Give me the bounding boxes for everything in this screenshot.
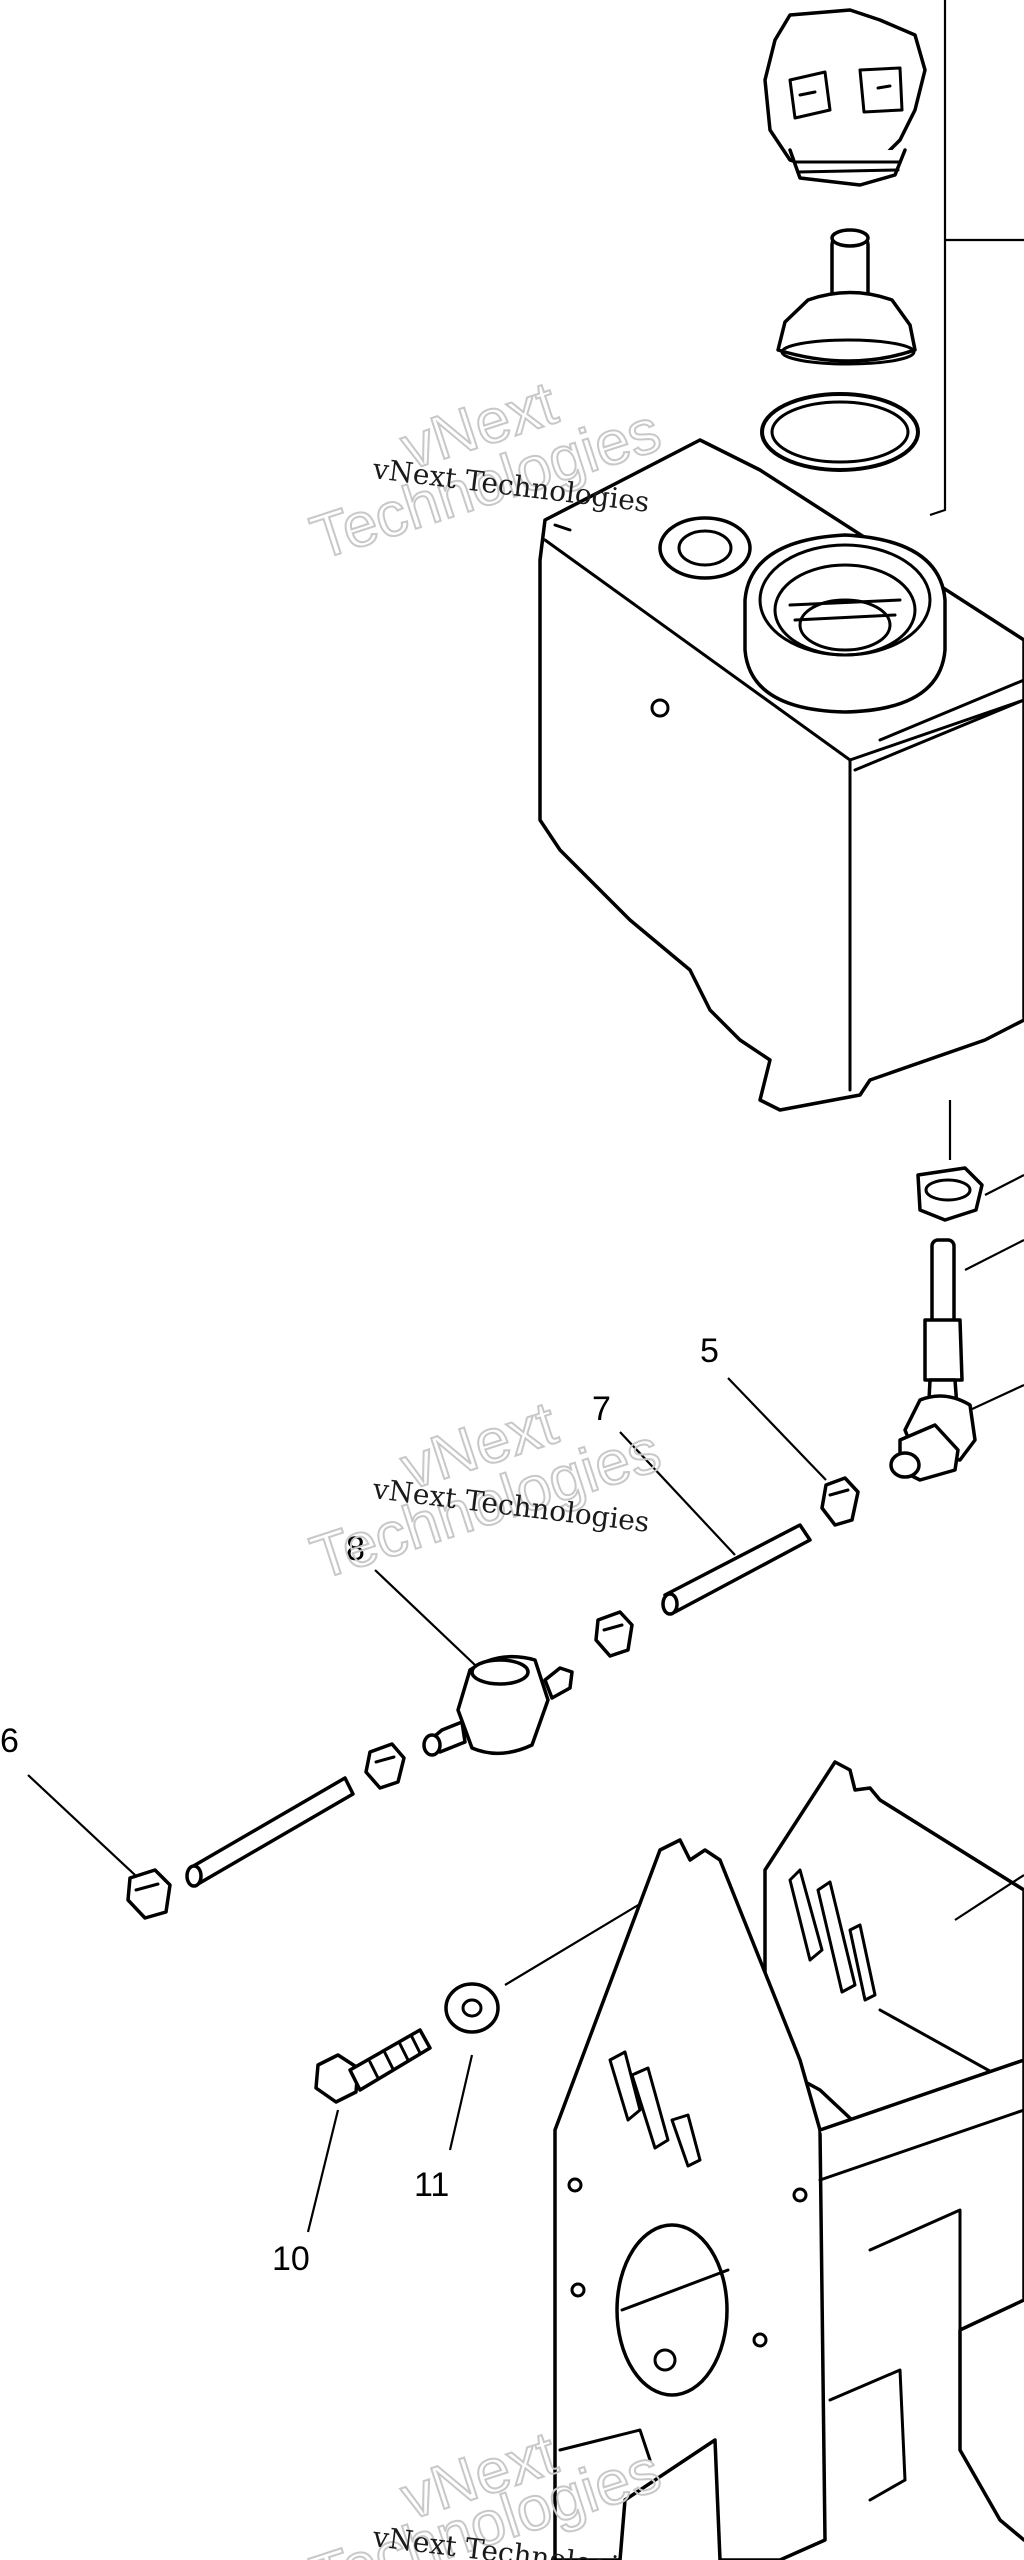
fitting-stem — [889, 1238, 977, 1482]
hose-clamp-5 — [820, 1476, 860, 1527]
bracket-line — [929, 0, 1024, 517]
filler-cap — [763, 8, 927, 187]
valve-plunger — [776, 228, 917, 366]
callout-8: 8 — [346, 1530, 365, 1568]
hose-lower — [185, 1776, 355, 1888]
leader-6 — [27, 1774, 136, 1876]
leader-7 — [619, 1431, 736, 1556]
leader-tee — [969, 1384, 1024, 1411]
leader-nut-right — [984, 1174, 1024, 1196]
hose-7 — [661, 1523, 812, 1616]
callout-6: 6 — [0, 1722, 19, 1760]
inline-filter-8 — [422, 1654, 574, 1757]
mounting-bracket — [553, 1760, 1024, 2560]
leader-bracket-right — [954, 1874, 1024, 1921]
callout-7: 7 — [592, 1390, 611, 1428]
hose-clamp-6 — [126, 1868, 172, 1920]
callout-5: 5 — [700, 1332, 719, 1370]
leader-11 — [448, 2054, 474, 2151]
o-ring — [760, 392, 920, 472]
leader-stem — [964, 1239, 1024, 1271]
hose-clamp-b — [364, 1742, 406, 1790]
callout-10: 10 — [272, 2240, 310, 2278]
reservoir-tank — [538, 438, 1024, 1112]
hose-clamp-a — [594, 1610, 634, 1658]
hex-nut — [916, 1166, 984, 1222]
leader-8 — [374, 1569, 476, 1666]
leader-5 — [727, 1377, 827, 1481]
bolt-10 — [314, 2028, 432, 2104]
watermark-middle: vNext Technologies vNext Technologies — [302, 1388, 670, 1595]
washer-11 — [444, 1982, 500, 2034]
callout-11: 11 — [414, 2166, 449, 2204]
leader-10 — [306, 2109, 340, 2233]
